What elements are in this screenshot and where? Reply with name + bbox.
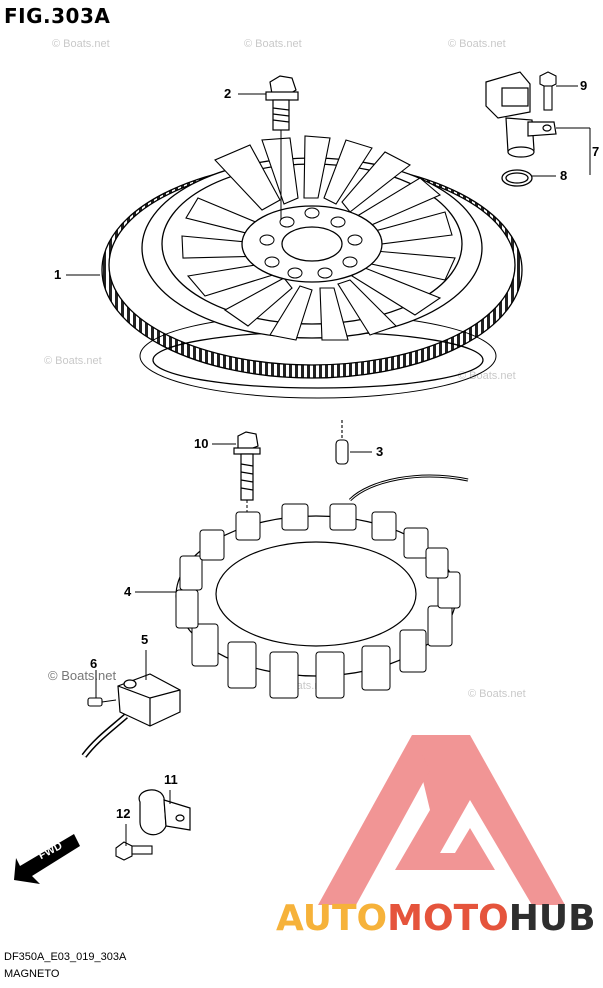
o-ring (501, 169, 533, 187)
callout-11: 11 (164, 772, 178, 787)
brand-part-auto: AUTO (276, 898, 388, 939)
fwd-arrow-icon (14, 834, 80, 884)
callout-2: 2 (224, 86, 232, 101)
callout-5: 5 (141, 632, 149, 647)
watermark: © Boats.net (458, 370, 516, 382)
figure-title: FIG.303A (4, 4, 111, 28)
clamp (138, 789, 191, 836)
brand-wordmark: AUTOMOTOHUB (276, 898, 596, 939)
stator-bolt (233, 431, 261, 548)
pickup-coil (81, 673, 181, 758)
clamp-bolt (115, 841, 153, 861)
flywheel-bolt (265, 75, 299, 220)
callout-4: 4 (124, 584, 132, 599)
leader-lines (66, 85, 591, 846)
callout-9: 9 (580, 78, 588, 93)
callout-8: 8 (560, 168, 568, 183)
figure-name: MAGNETO (4, 968, 60, 980)
brand-part-hub: HUB (508, 898, 596, 939)
watermark: © Boats.net (468, 688, 526, 700)
figure-code: DF350A_E03_019_303A (4, 951, 127, 963)
watermark: © Boats.net (448, 38, 506, 50)
watermark: © Boats.net (244, 38, 302, 50)
watermark: © Boats.net (52, 38, 110, 50)
dowel-pin (335, 420, 349, 465)
callout-10: 10 (194, 436, 209, 451)
brand-part-moto: MOTO (387, 898, 509, 939)
stator (175, 474, 469, 699)
pickup-screw (87, 697, 117, 707)
callout-7: 7 (592, 144, 600, 159)
watermark: © Boats.net (44, 355, 102, 367)
callout-12: 12 (116, 806, 131, 821)
sensor-bolt (539, 71, 557, 111)
brand-logo-icon (318, 735, 565, 905)
callout-6: 6 (90, 656, 98, 671)
callout-1: 1 (54, 267, 62, 282)
crank-sensor (485, 71, 557, 158)
flywheel (101, 135, 523, 399)
callout-3: 3 (376, 444, 384, 459)
watermark: © Boats.net (48, 668, 117, 683)
